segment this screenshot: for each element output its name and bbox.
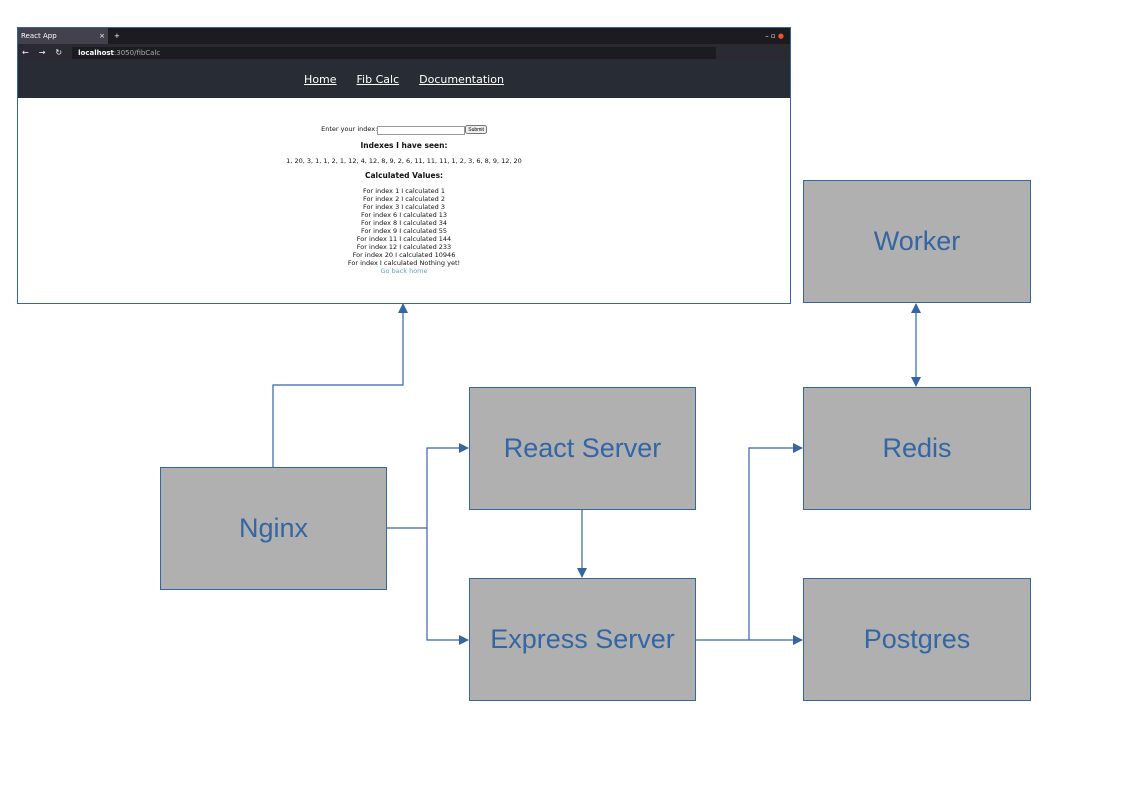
submit-button[interactable]: Submit bbox=[465, 125, 487, 134]
redis-node: Redis bbox=[803, 387, 1031, 510]
tab-title: React App bbox=[21, 32, 57, 40]
nginx-node: Nginx bbox=[160, 467, 387, 590]
browser-screenshot: React App × + – ▫ ● ← → ↻ localhost:3050/fi… bbox=[17, 27, 791, 304]
reload-icon[interactable]: ↻ bbox=[55, 48, 63, 57]
postgres-node: Postgres bbox=[803, 578, 1031, 701]
calculated-value: For index 8 I calculated 34 bbox=[360, 218, 448, 227]
back-icon[interactable]: ← bbox=[22, 48, 29, 57]
nav-fib-calc[interactable]: Fib Calc bbox=[356, 73, 400, 86]
window-controls-icon[interactable]: – ▫ ● bbox=[765, 32, 784, 40]
calculated-value: For index 1 I calculated 1 bbox=[363, 186, 445, 195]
browser-tab[interactable]: React App × bbox=[18, 28, 108, 44]
calculated-value: For index 6 I calculated 13 bbox=[360, 210, 448, 219]
calculated-value: For index 12 I calculated 233 bbox=[356, 242, 452, 251]
calculated-value: For index 2 I calculated 2 bbox=[363, 194, 445, 203]
forward-icon[interactable]: → bbox=[38, 48, 46, 57]
url-bar[interactable]: localhost:3050/fibCalc bbox=[72, 46, 716, 59]
nginx-to-react-arrow bbox=[386, 443, 469, 529]
calculated-value: For index I calculated Nothing yet! bbox=[347, 258, 461, 267]
seen-heading: Indexes I have seen: bbox=[360, 140, 448, 150]
nav-documentation[interactable]: Documentation bbox=[419, 73, 504, 86]
calculated-value: For index 9 I calculated 55 bbox=[360, 226, 448, 235]
express-server-node: Express Server bbox=[469, 578, 696, 701]
app-header: Home Fib Calc Documentation bbox=[18, 61, 790, 98]
nginx-to-express-arrow bbox=[426, 528, 469, 645]
close-icon[interactable]: × bbox=[99, 32, 105, 40]
new-tab-icon[interactable]: + bbox=[114, 32, 120, 40]
app-content: Enter your index: Submit Indexes I have s… bbox=[18, 98, 790, 275]
worker-node: Worker bbox=[803, 180, 1031, 303]
calculated-value: For index 20 I calculated 10946 bbox=[352, 250, 456, 259]
tab-bar: React App × + – ▫ ● bbox=[18, 28, 790, 44]
index-label: Enter your index: bbox=[321, 125, 378, 133]
seen-list: 1, 20, 3, 1, 1, 2, 1, 12, 4, 12, 8, 9, 2… bbox=[286, 156, 522, 165]
calc-heading: Calculated Values: bbox=[364, 170, 444, 180]
react-server-node: React Server bbox=[469, 387, 696, 510]
express-to-redis-arrow bbox=[748, 443, 803, 640]
back-home-link[interactable]: Go back home bbox=[380, 266, 428, 275]
nginx-to-browser-arrow bbox=[272, 303, 408, 467]
calculated-value: For index 11 I calculated 144 bbox=[356, 234, 452, 243]
index-input[interactable] bbox=[377, 125, 466, 135]
calculated-value: For index 3 I calculated 3 bbox=[363, 202, 445, 211]
nav-home[interactable]: Home bbox=[304, 73, 337, 86]
nav-bar: ← → ↻ localhost:3050/fibCalc bbox=[18, 44, 790, 61]
